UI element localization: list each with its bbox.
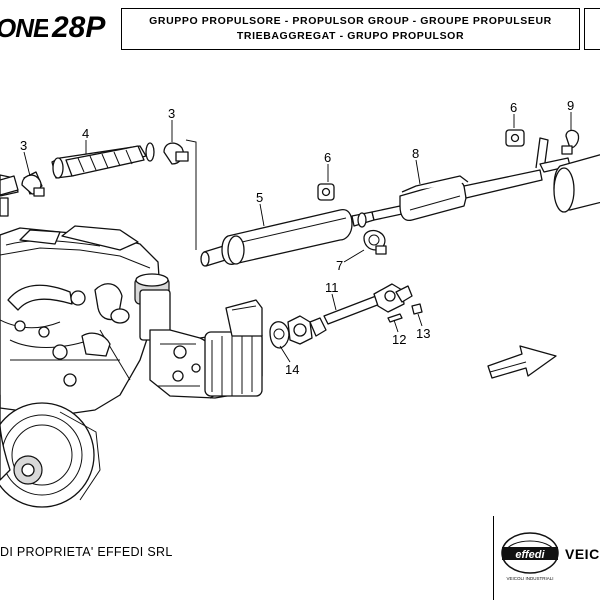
rubber-hanger-middle xyxy=(317,183,335,201)
callout-8: 8 xyxy=(412,146,419,161)
callout-14: 14 xyxy=(285,362,299,377)
callout-6-top: 6 xyxy=(510,100,517,115)
callout-numbers: 3 4 3 6 9 6 8 5 7 11 12 13 14 xyxy=(20,98,574,377)
catalytic-converter xyxy=(371,137,549,222)
callout-9: 9 xyxy=(567,98,574,113)
rubber-hanger-top xyxy=(505,129,525,147)
intermediate-silencer xyxy=(200,208,375,267)
title-line-2: TRIEBAGGREGAT - GRUPO PROPULSOR xyxy=(236,30,465,42)
callout-13: 13 xyxy=(416,326,430,341)
engine-assembly xyxy=(0,174,171,508)
callout-3-left: 3 xyxy=(20,138,27,153)
model-brand: ONE xyxy=(0,13,48,43)
exhaust-front-section xyxy=(0,139,197,250)
callout-3-right: 3 xyxy=(168,106,175,121)
arrow-left-icon xyxy=(487,345,557,379)
clamp-7 xyxy=(363,229,387,255)
ownership-notice: DI PROPRIETA' EFFEDI SRL xyxy=(0,545,173,559)
rear-silencer xyxy=(539,154,600,213)
footer-divider xyxy=(493,516,494,600)
logo-text: effedi xyxy=(515,549,545,561)
gearbox-assembly xyxy=(149,299,263,399)
callout-4: 4 xyxy=(82,126,89,141)
model-number: 28P xyxy=(52,11,106,44)
title-box: GRUPPO PROPULSORE - PROPULSOR GROUP - GR… xyxy=(121,8,580,50)
effedi-logo: effedi VEICOLI INDUSTRIALI xyxy=(501,532,559,581)
leader-lines xyxy=(23,112,572,363)
callout-11: 11 xyxy=(325,280,339,295)
callout-6-middle: 6 xyxy=(324,150,331,165)
veicoli-text: VEICO xyxy=(565,546,600,562)
logo-subtext: VEICOLI INDUSTRIALI xyxy=(506,576,553,581)
propeller-shaft xyxy=(269,283,423,349)
clamp-9 xyxy=(561,129,580,155)
callout-7: 7 xyxy=(336,258,343,273)
title-line-1: GRUPPO PROPULSORE - PROPULSOR GROUP - GR… xyxy=(149,15,552,27)
page-number-box xyxy=(584,8,600,50)
callout-5: 5 xyxy=(256,190,263,205)
callout-12: 12 xyxy=(392,332,406,347)
